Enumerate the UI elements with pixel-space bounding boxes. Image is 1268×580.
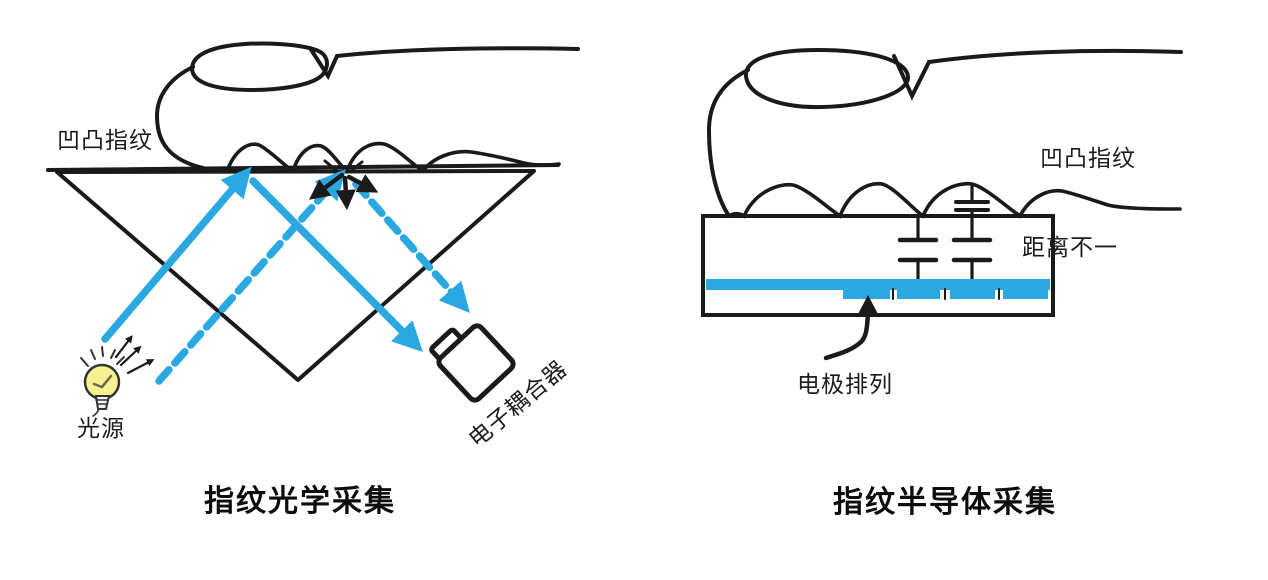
- bulb-glass: [83, 363, 121, 401]
- nail-cuticle: [308, 46, 339, 81]
- reflected-ray: [249, 177, 423, 353]
- incident-ray-dashed: [155, 168, 346, 385]
- scattered-ray-dashed: [352, 180, 470, 313]
- finger-top-line: [927, 48, 1183, 64]
- electrode-pad: [1003, 289, 1048, 299]
- capacitor-ridge: [951, 184, 993, 281]
- electrode-strip: [706, 279, 1050, 290]
- scatter-arrow: [335, 175, 356, 211]
- sensor-box: [701, 214, 1055, 317]
- emission-arrows: [114, 335, 155, 375]
- fingernail: [189, 41, 329, 93]
- capacitors: [897, 184, 993, 281]
- electrode-pad: [843, 289, 890, 299]
- finger-outline: [154, 65, 205, 170]
- title-optical: 指纹光学采集: [204, 485, 396, 518]
- finger-top-line: [335, 46, 580, 58]
- nail-cuticle: [892, 54, 931, 101]
- semiconductor-panel-drawing: [701, 47, 1183, 361]
- scatter-tick: [350, 160, 364, 172]
- electrode-gap-ticks: [892, 288, 1000, 300]
- electrode-bar: [706, 279, 1050, 299]
- electrode-pad: [897, 289, 940, 299]
- ccd-camera-icon: [429, 323, 516, 403]
- label-electrodes: 电极排列: [797, 371, 893, 397]
- electrode-pointer-arrow: [823, 295, 879, 361]
- finger-right: [706, 47, 1183, 219]
- scatter-burst: [309, 159, 379, 211]
- bulb-base: [94, 395, 111, 410]
- optical-panel-drawing: [46, 41, 580, 417]
- light-rays: [101, 166, 470, 385]
- fingernail: [743, 47, 910, 110]
- label-fingerprint-left: 凹凸指纹: [57, 127, 153, 153]
- ccd-body: [436, 323, 516, 403]
- bulb-rays: [80, 346, 125, 367]
- bulb-base-ridges: [92, 399, 109, 417]
- scatter-arrow: [309, 172, 345, 200]
- capacitor-valley: [897, 215, 939, 281]
- scatter-tick: [323, 159, 338, 172]
- electrode-pad: [950, 289, 995, 299]
- label-distance: 距离不一: [1022, 234, 1118, 260]
- pointer-shaft: [823, 310, 871, 361]
- light-bulb-icon: [80, 335, 155, 417]
- label-fingerprint-right: 凹凸指纹: [1040, 145, 1136, 171]
- incident-ray: [101, 166, 252, 343]
- finger-left: [154, 41, 580, 174]
- finger-outline: [706, 68, 750, 218]
- scatter-arrow: [346, 174, 379, 193]
- glass-surface: [46, 163, 560, 172]
- bulb-filament: [92, 374, 113, 389]
- pointer-arrowhead: [857, 295, 879, 316]
- label-light-source: 光源: [77, 415, 125, 441]
- prism: [55, 169, 536, 382]
- title-semiconductor: 指纹半导体采集: [833, 486, 1057, 519]
